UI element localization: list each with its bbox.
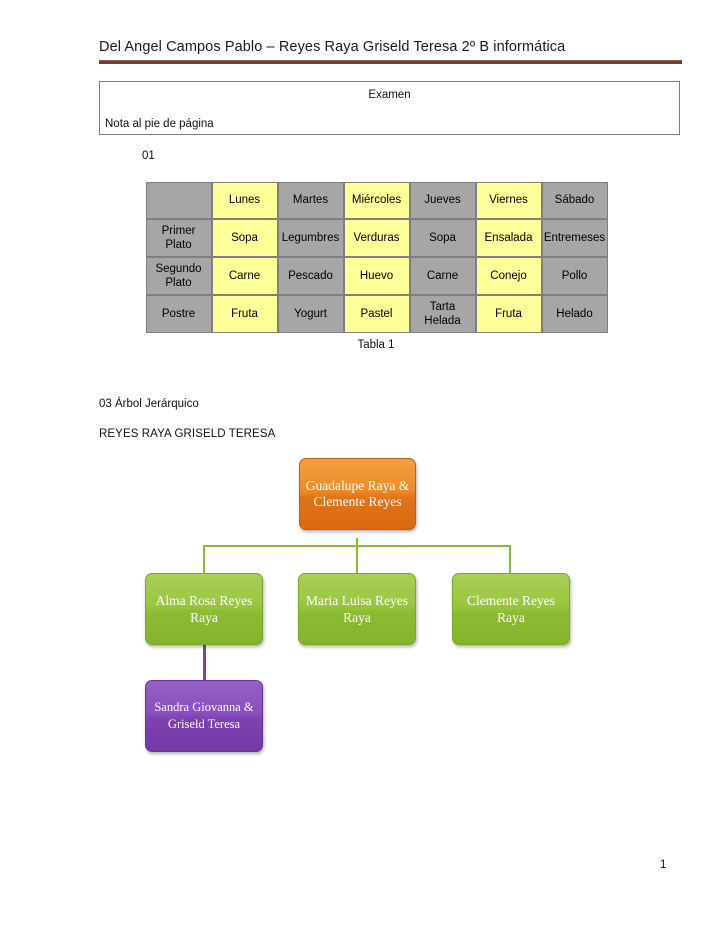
column-header-martes: Martes <box>277 181 344 219</box>
table-caption: Tabla 1 <box>357 339 395 351</box>
table-cell: Sopa <box>409 218 476 257</box>
footnote-label: Nota al pie de página <box>105 118 214 130</box>
table-cell: Legumbres <box>277 218 344 257</box>
org-node-child-1[interactable]: Alma Rosa Reyes Raya <box>145 573 263 645</box>
table-row: Postre Fruta Yogurt Pastel Tarta Helada … <box>145 294 608 333</box>
row-header-segundo-plato: Segundo Plato <box>145 256 212 295</box>
table-cell: Pastel <box>343 294 410 333</box>
org-node-child-3-label: Clemente Reyes Raya <box>466 593 556 625</box>
header-divider <box>99 60 682 64</box>
connector-child-1-drop <box>203 545 205 573</box>
footnote-box: Examen Nota al pie de página <box>99 81 680 135</box>
menu-table-container: Lunes Martes Miércoles Jueves Viernes Sá… <box>145 181 608 333</box>
table-cell: Yogurt <box>277 294 344 333</box>
table-cell: Verduras <box>343 218 410 257</box>
table-cell: Sopa <box>211 218 278 257</box>
section-heading-arbol-jerarquico: 03 Árbol Jerárquico <box>99 398 199 410</box>
table-cell: Pollo <box>541 256 608 295</box>
page-title: Del Angel Campos Pablo – Reyes Raya Gris… <box>99 39 566 55</box>
table-cell: Ensalada <box>475 218 542 257</box>
org-node-root-label: Guadalupe Raya & Clemente Reyes <box>305 478 410 509</box>
table-row: Primer Plato Sopa Legumbres Verduras Sop… <box>145 218 608 257</box>
connector-grandchild-drop <box>203 645 206 681</box>
table-cell: Fruta <box>475 294 542 333</box>
table-corner-cell <box>145 181 212 219</box>
connector-child-2-drop <box>356 545 358 573</box>
org-node-child-2[interactable]: Maria Luisa Reyes Raya <box>298 573 416 645</box>
column-header-miercoles: Miércoles <box>343 181 410 219</box>
table-cell: Carne <box>211 256 278 295</box>
document-header: Del Angel Campos Pablo – Reyes Raya Gris… <box>99 38 682 64</box>
table-cell: Helado <box>541 294 608 333</box>
examen-label: Examen <box>368 89 411 101</box>
section-subheading-name: REYES RAYA GRISELD TERESA <box>99 428 276 440</box>
row-header-primer-plato: Primer Plato <box>145 218 212 257</box>
org-node-child-3[interactable]: Clemente Reyes Raya <box>452 573 570 645</box>
column-header-lunes: Lunes <box>211 181 278 219</box>
org-node-root[interactable]: Guadalupe Raya & Clemente Reyes <box>299 458 416 530</box>
menu-table: Lunes Martes Miércoles Jueves Viernes Sá… <box>145 181 608 333</box>
column-header-jueves: Jueves <box>409 181 476 219</box>
org-node-grandchild[interactable]: Sandra Giovanna & Griseld Teresa <box>145 680 263 752</box>
table-cell: Conejo <box>475 256 542 295</box>
page-number: 1 <box>660 859 667 871</box>
item-number-01: 01 <box>142 150 155 162</box>
table-cell: Huevo <box>343 256 410 295</box>
org-node-child-2-label: Maria Luisa Reyes Raya <box>306 593 408 625</box>
table-cell: Tarta Helada <box>409 294 476 333</box>
table-header-row: Lunes Martes Miércoles Jueves Viernes Sá… <box>145 181 608 219</box>
column-header-sabado: Sábado <box>541 181 608 219</box>
column-header-viernes: Viernes <box>475 181 542 219</box>
table-cell: Entremeses <box>541 218 608 257</box>
table-cell: Carne <box>409 256 476 295</box>
org-chart: Guadalupe Raya & Clemente Reyes Alma Ros… <box>0 440 728 780</box>
table-cell: Pescado <box>277 256 344 295</box>
table-cell: Fruta <box>211 294 278 333</box>
org-node-child-1-label: Alma Rosa Reyes Raya <box>155 593 253 625</box>
org-node-grandchild-label: Sandra Giovanna & Griseld Teresa <box>154 700 254 731</box>
connector-child-3-drop <box>509 545 511 573</box>
table-row: Segundo Plato Carne Pescado Huevo Carne … <box>145 256 608 295</box>
row-header-postre: Postre <box>145 294 212 333</box>
